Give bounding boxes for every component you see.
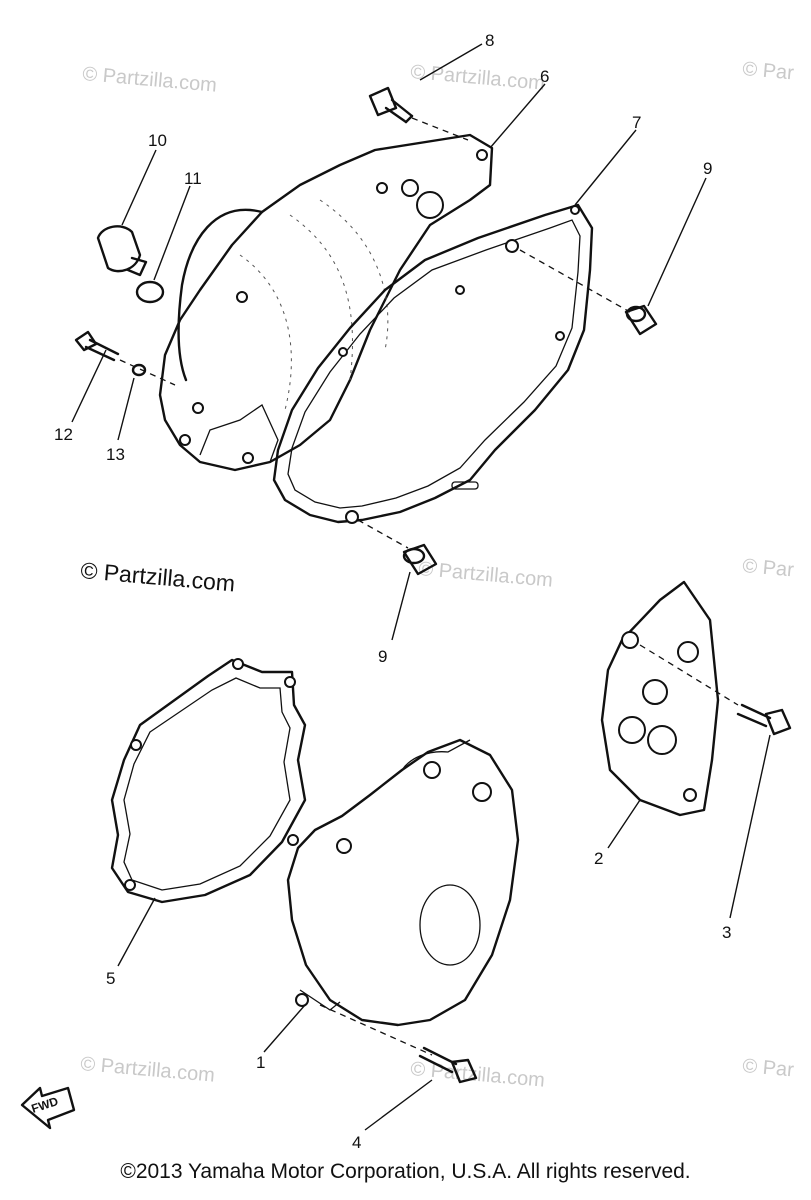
watermark-main: © Partzilla.com bbox=[80, 557, 237, 596]
callout-7: 7 bbox=[632, 113, 641, 132]
part-11-o-ring bbox=[135, 280, 165, 304]
copyright-notice: ©2013 Yamaha Motor Corporation, U.S.A. A… bbox=[120, 1160, 691, 1183]
part-7-gasket bbox=[272, 203, 594, 524]
callout-10: 10 bbox=[148, 131, 167, 150]
part-1-magneto-cover bbox=[286, 738, 520, 1056]
callout-3: 3 bbox=[722, 923, 731, 942]
part-10-plug bbox=[96, 225, 148, 277]
callout-12: 12 bbox=[54, 425, 73, 444]
part-4-bolt bbox=[418, 1046, 478, 1084]
watermark-top-left: © Partzilla.com bbox=[82, 63, 218, 97]
watermark-top-right: © Par bbox=[742, 58, 795, 84]
callout-2: 2 bbox=[594, 849, 603, 868]
callout-13: 13 bbox=[106, 445, 125, 464]
part-9-dowel-top bbox=[519, 249, 658, 336]
part-5-gasket bbox=[110, 658, 307, 904]
leader-lines bbox=[71, 43, 771, 1131]
watermark-mid-center: © Partzilla.com bbox=[418, 558, 554, 592]
callout-9-bottom: 9 bbox=[378, 647, 387, 666]
callout-8: 8 bbox=[485, 31, 494, 50]
fwd-label: FWD bbox=[30, 1094, 61, 1116]
part-12-screw bbox=[74, 330, 176, 386]
part-2-bracket bbox=[600, 580, 739, 817]
watermark-bottom-left: © Partzilla.com bbox=[80, 1053, 216, 1087]
fwd-arrow: FWD bbox=[20, 1086, 76, 1130]
callout-1: 1 bbox=[256, 1053, 265, 1072]
part-8-bolt bbox=[368, 86, 469, 141]
part-3-bolt bbox=[736, 703, 792, 736]
callout-11: 11 bbox=[184, 169, 202, 188]
watermark-bottom-center: © Partzilla.com bbox=[410, 1058, 546, 1092]
callout-6: 6 bbox=[540, 67, 549, 86]
watermark-mid-right: © Par bbox=[742, 555, 795, 581]
part-13-washer bbox=[131, 363, 147, 377]
callout-5: 5 bbox=[106, 969, 115, 988]
watermark-bottom-right: © Par bbox=[742, 1055, 795, 1081]
watermark-top-center: © Partzilla.com bbox=[410, 61, 546, 95]
part-9-dowel-bottom bbox=[357, 519, 438, 576]
callout-4: 4 bbox=[352, 1133, 361, 1152]
part-6-crankcase-cover bbox=[158, 133, 494, 472]
callouts: 8 6 7 9 10 11 12 13 9 2 3 5 1 4 bbox=[54, 31, 731, 1152]
callout-9-top: 9 bbox=[703, 159, 712, 178]
